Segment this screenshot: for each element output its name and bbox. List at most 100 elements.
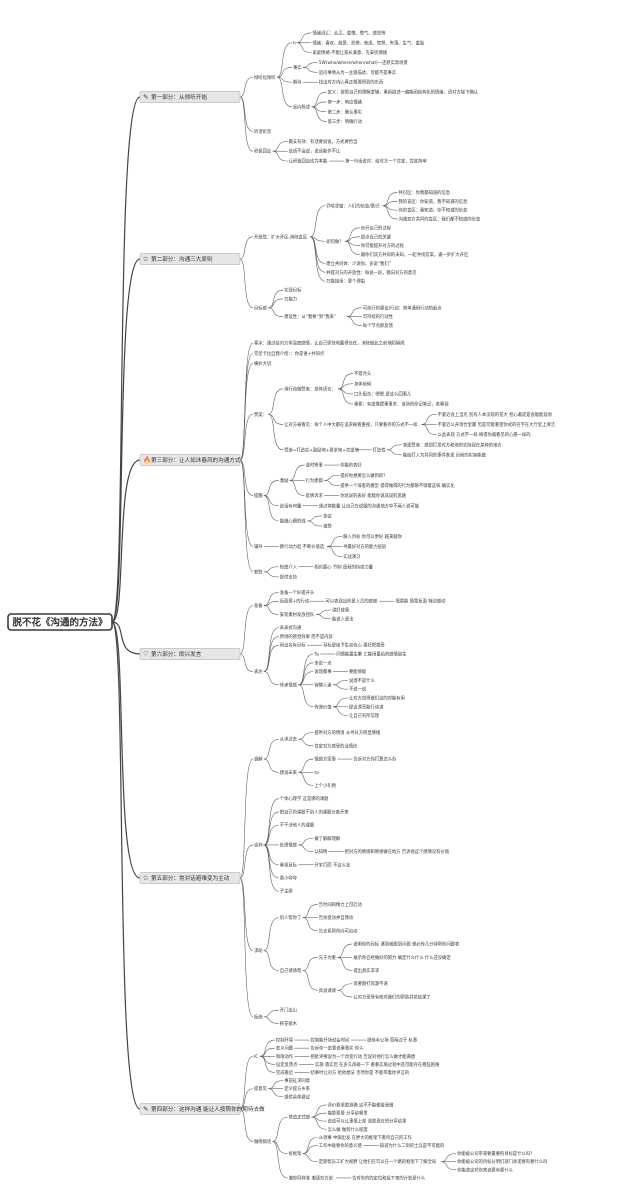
branch-node-depth-1[interactable]: 听话听音 bbox=[254, 128, 272, 135]
branch-node-depth-3[interactable]: 不错点头 bbox=[354, 370, 372, 377]
branch-node-depth-2[interactable]: 自己请请帮 bbox=[280, 967, 302, 974]
branch-node-depth-3[interactable]: 可执行的建议/行动：简单通用行动的起点 bbox=[363, 304, 442, 311]
branch-node-depth-2[interactable]: 移花接木 bbox=[280, 1020, 298, 1027]
branch-node-depth-4[interactable]: 你能道这对你来说要有要什么 bbox=[457, 1166, 514, 1173]
branch-node-depth-1[interactable]: 提醒 bbox=[254, 492, 263, 499]
branch-node-depth-3[interactable]: 第一句话说对：给对方一个肯定，肯定简单 bbox=[345, 158, 427, 165]
branch-node-depth-1[interactable]: 完型卡拉自我介绍：：你是谁+共同点 bbox=[254, 350, 325, 357]
branch-node-depth-3[interactable]: 说理都事 bbox=[314, 668, 332, 675]
branch-node-depth-3[interactable]: 第二步：确认事实 bbox=[328, 108, 363, 115]
branch-node-depth-1[interactable]: 求助 bbox=[254, 947, 263, 954]
branch-node-depth-1[interactable]: 谈判 bbox=[254, 841, 263, 848]
branch-node-depth-2[interactable]: 万能力 bbox=[284, 295, 297, 302]
branch-node-depth-4[interactable]: 你能被公司带来要最要的目标是什么吗？ bbox=[457, 1150, 534, 1157]
branch-node-depth-2[interactable]: 事实 bbox=[293, 64, 302, 71]
branch-node-depth-2[interactable]: 用设名有目标 bbox=[280, 642, 306, 649]
branch-node-depth-3[interactable]: 重要：有望像摆重事务：当场的你记笔记，表重视 bbox=[354, 401, 449, 408]
branch-node-depth-1[interactable]: 调解 bbox=[254, 756, 263, 763]
branch-node-depth-1[interactable]: 辅导 bbox=[254, 543, 263, 550]
branch-node-depth-1[interactable]: 拒绝 bbox=[254, 1013, 263, 1020]
branch-node-depth-4[interactable]: 让对方受受有他对我们的帮助并花结果了 bbox=[353, 993, 430, 1000]
branch-node-depth-3[interactable]: 能影要要 分享给哪里 bbox=[328, 1110, 369, 1117]
branch-node-depth-2[interactable]: 把自己的课题干别人的课题分离开来 bbox=[280, 808, 349, 815]
branch-node-depth-3[interactable]: 定期帮员工扩大视野 让他们在可以在一个路的框架下了解全局 bbox=[319, 1158, 436, 1165]
branch-node-depth-2[interactable]: 拆框架 bbox=[289, 1150, 303, 1157]
branch-node-depth-3[interactable]: 提点自己的关键 bbox=[361, 233, 392, 240]
branch-node-depth-3[interactable]: 从领事 中脚出发 在更大的框架下看待自己的工作 bbox=[319, 1134, 413, 1141]
branch-node-depth-4[interactable]: 说理不是什么 bbox=[349, 677, 375, 684]
branch-node-depth-3[interactable]: 你可能提升对方的过程 bbox=[361, 242, 405, 249]
branch-node-depth-3[interactable]: 传递价值 bbox=[314, 703, 332, 710]
branch-node-depth-2[interactable]: 制限动作 bbox=[276, 1053, 294, 1060]
branch-node-depth-2[interactable]: 建设性：从“我要”到“我来” bbox=[284, 313, 336, 320]
branch-node-depth-3[interactable]: 告支系帮所向可启动 bbox=[319, 927, 358, 934]
branch-node-depth-3[interactable]: 寻最好对方的能力层层 bbox=[343, 543, 387, 550]
branch-node-depth-2[interactable]: 不干涉他人的课题 bbox=[280, 822, 315, 829]
branch-node-depth-3[interactable]: 行为建都 bbox=[306, 477, 324, 484]
branch-node-depth-3[interactable]: 肯定对方感受的业情信 bbox=[314, 742, 358, 749]
branch-node-depth-4[interactable]: 资要期打资源不道 bbox=[353, 980, 388, 987]
branch-node-depth-1[interactable]: 赞美： bbox=[254, 411, 267, 418]
branch-node-depth-3[interactable]: 说成可以让事情上部 选取现在的分享结果 bbox=[328, 1118, 407, 1125]
branch-node-depth-1[interactable]: 寒冰：通过给对方带温度感情，让自己更快地赢得信任，消除彼此之前地陌隔阂 bbox=[254, 340, 404, 347]
root-node[interactable]: 脱不花《沟通的方法》 bbox=[7, 613, 113, 631]
branch-node-depth-3[interactable]: 结事时让对方 给他想法 否然你是 不能带着你评言的 bbox=[311, 1069, 410, 1076]
branch-node-depth-2[interactable]: 能做心细的线 bbox=[280, 518, 306, 525]
branch-node-depth-4[interactable]: 你总说的表好 能能你说成说的思路 bbox=[340, 492, 407, 499]
branch-node-depth-3[interactable]: 做势 bbox=[323, 523, 332, 530]
branch-node-depth-3[interactable]: 沟通双方共同的盲区：我们都不知道的信息 bbox=[399, 216, 481, 223]
branch-node-depth-1[interactable]: 倾听化倾听 bbox=[254, 74, 276, 81]
branch-node-depth-4[interactable]: 提好你想要怎么做到的？ bbox=[340, 472, 387, 479]
branch-node-depth-3[interactable]: 我的盲区：你知道，我不知道的信息 bbox=[399, 198, 468, 205]
branch-node-depth-2[interactable]: 别人帮你了 bbox=[280, 914, 301, 921]
branch-node-depth-3[interactable]: 告对你的的定位和组下来的计划是什么 bbox=[352, 1174, 426, 1181]
branch-node-depth-2[interactable]: 邀你同样准 邀请对方说 bbox=[289, 1174, 334, 1181]
branch-node-depth-2[interactable]: 从求过去 bbox=[280, 736, 298, 743]
branch-node-depth-2[interactable]: 建说未来 bbox=[280, 769, 298, 776]
branch-node-depth-1[interactable]: 安慰 bbox=[254, 568, 263, 575]
branch-node-depth-3[interactable]: 不套近会上当克 别有人本没现的花大 担心邀迎是会能能容易 bbox=[438, 411, 552, 418]
branch-node-depth-3[interactable]: 评价要采取准确 这不不能都接受做 bbox=[328, 1101, 395, 1108]
branch-node-depth-3[interactable]: 具说请请 bbox=[319, 987, 337, 994]
branch-node-depth-3[interactable]: 定义：按照自己的理解逻辑，重新描述一遍能团结构化的情绪、语对方接下确认 bbox=[328, 89, 479, 96]
branch-node-depth-1[interactable]: 做晓搞话 bbox=[254, 1138, 272, 1145]
branch-node-depth-2[interactable]: 说话有何量 bbox=[280, 502, 302, 509]
branch-node-depth-4[interactable]: 说明你的目标 遇到难题到问题 想必传几分钟帮你问题表 bbox=[353, 941, 460, 948]
branch-node-depth-3[interactable]: 告你变动并自我动 bbox=[319, 914, 354, 921]
branch-node-depth-2[interactable]: 开门出山 bbox=[280, 1007, 297, 1014]
branch-node-depth-3[interactable]: 讲好故事 bbox=[332, 607, 350, 614]
branch-node-depth-3[interactable]: 你的盲区：我知道，你不知道的信息 bbox=[399, 207, 468, 214]
branch-node-depth-3[interactable]: Ta bbox=[313, 652, 319, 658]
branch-node-depth-2[interactable]: 设定反馈点 bbox=[276, 1061, 298, 1068]
branch-node-depth-1[interactable]: 目标感 bbox=[254, 304, 268, 311]
branch-node-depth-3[interactable]: 相对最心 节制 遥程的持续力量 bbox=[314, 563, 373, 570]
branch-node-depth-1[interactable]: 积极回应 bbox=[254, 148, 272, 155]
branch-node-depth-2[interactable]: 教行动力起 不断价值选 bbox=[280, 543, 325, 550]
branch-node-depth-3[interactable]: 第一步：响应情绪 bbox=[328, 98, 363, 105]
branch-node-depth-3[interactable]: 能说人是法 bbox=[332, 615, 354, 622]
branch-node-depth-3[interactable]: 每个节点即反馈 bbox=[363, 322, 394, 329]
branch-node-depth-4[interactable]: 同情能最生聚 它能用最后的感情诞生 bbox=[336, 651, 407, 658]
branch-node-depth-4[interactable]: 提议漂亮能行动讲 bbox=[349, 703, 384, 710]
branch-node-depth-1[interactable]: 横扒大切 bbox=[254, 360, 272, 367]
branch-node-depth-2[interactable]: 乔哈里窗：人们的信息/意识 bbox=[326, 202, 380, 209]
branch-node-depth-2[interactable]: 表表式沟通 bbox=[280, 624, 302, 631]
branch-node-depth-3[interactable]: 控制能开场说会时间 bbox=[311, 1037, 350, 1044]
branch-node-depth-2[interactable]: 重视目标 bbox=[280, 861, 298, 868]
branch-node-depth-4[interactable]: 提供一个或者的模型 提得做得的行为都够不够着这样 确实化 bbox=[340, 482, 455, 489]
branch-node-depth-2[interactable]: 期待 bbox=[293, 79, 302, 86]
branch-node-depth-3[interactable]: 情感方案事 bbox=[314, 756, 336, 763]
branch-node-depth-3[interactable]: 口头配合：嗯嗯 是这么回事儿 bbox=[354, 390, 412, 397]
branch-node-depth-3[interactable]: 实施 落实后 在多久再碰一下 看看实施过程中还可能存在哪些困难 bbox=[315, 1061, 440, 1068]
section-node[interactable]: ✩第五部分：常对话避难变为主动 bbox=[139, 872, 241, 884]
branch-node-depth-2[interactable]: 营造正式感 bbox=[289, 1114, 311, 1121]
branch-node-depth-4[interactable]: 让自己有所信理 bbox=[349, 712, 380, 719]
branch-node-depth-3[interactable]: 开宇打而 不这么坐 bbox=[314, 861, 350, 868]
branch-node-depth-2[interactable]: 说话不会说，说话能作不让 bbox=[289, 148, 341, 155]
branch-node-depth-1[interactable]: 准备 bbox=[254, 602, 263, 609]
branch-node-depth-4[interactable]: 能给打入为共同的事件表现 目前的实际能做 bbox=[403, 451, 487, 458]
branch-node-depth-4[interactable]: 提出具实求求 bbox=[353, 967, 379, 974]
branch-node-depth-3[interactable]: 提供对方的情境 从寻对方明显情绪 bbox=[314, 729, 381, 736]
branch-node-depth-4[interactable]: 提前手公场 而两过于 私事 bbox=[367, 1037, 418, 1044]
branch-node-depth-3[interactable]: 可以表现出你是入员的感谢 bbox=[326, 598, 378, 605]
